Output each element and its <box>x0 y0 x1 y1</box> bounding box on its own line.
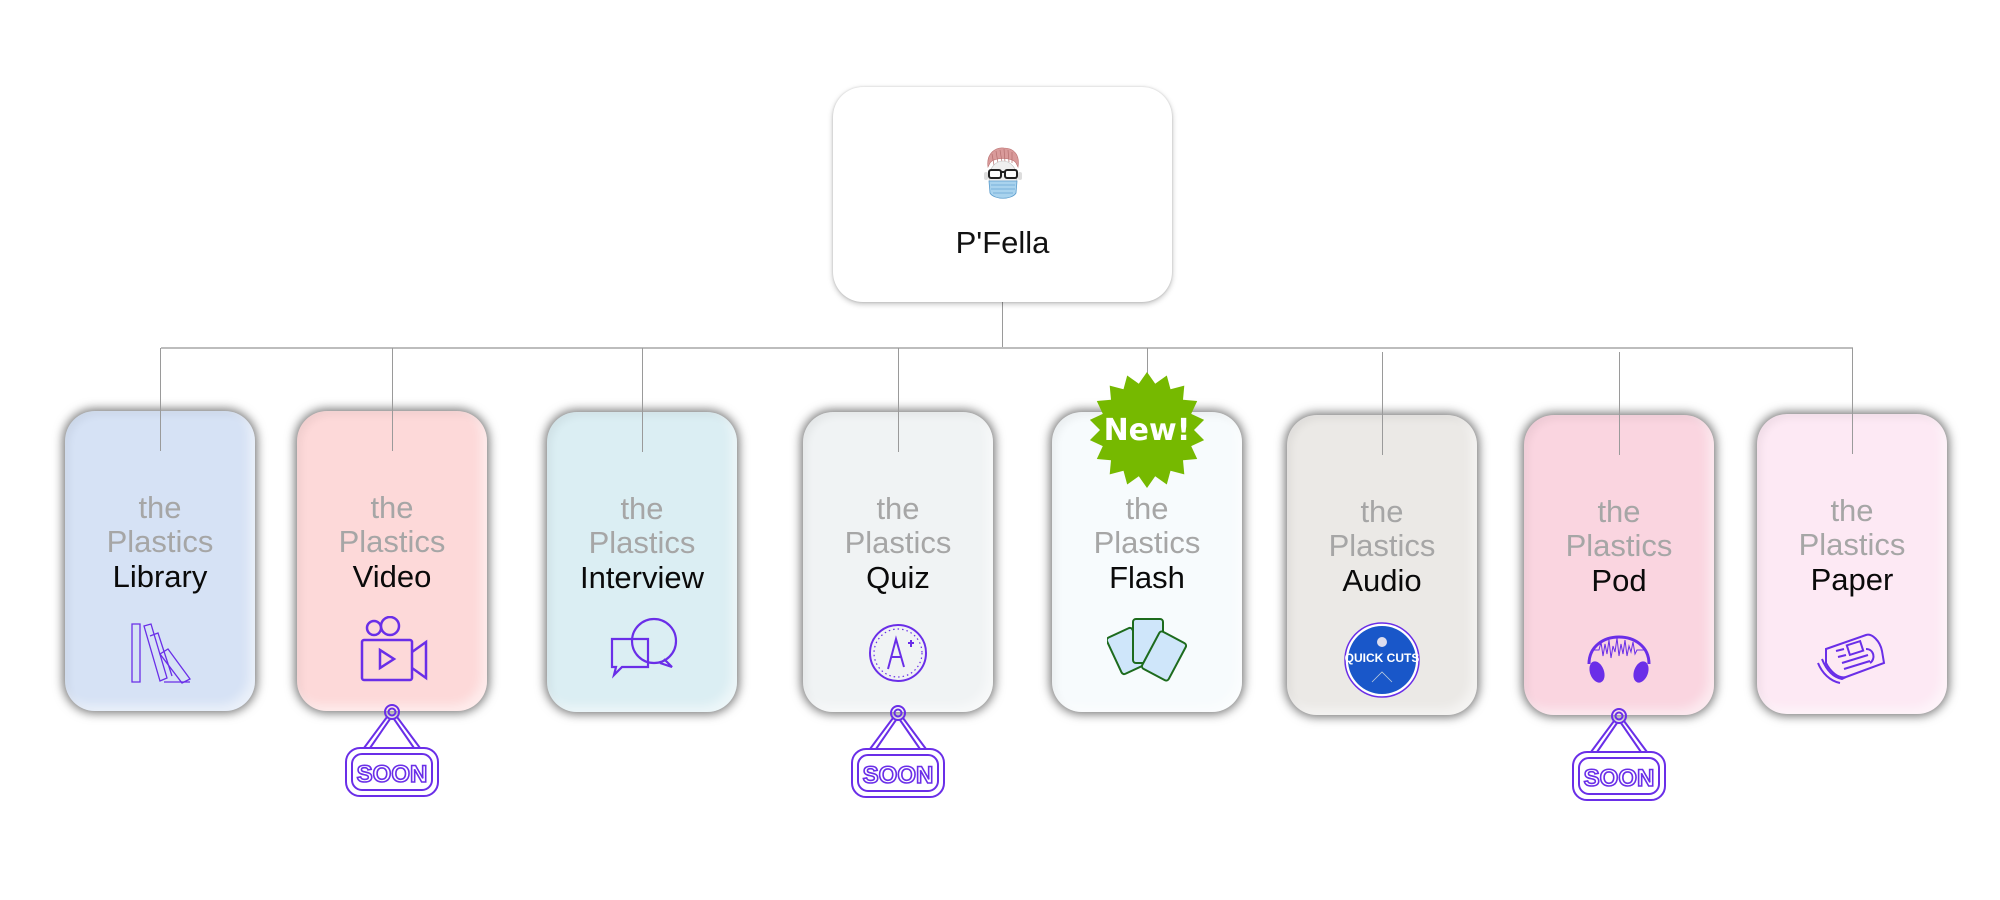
card-title: Paper <box>1810 562 1894 597</box>
video-camera-icon <box>352 615 432 686</box>
card-connector <box>1852 348 1853 454</box>
quick-cuts-logo-icon: QUICK CUTS <box>1342 620 1422 698</box>
chat-bubbles-icon <box>602 617 682 687</box>
card-text: the Plastics Paper <box>1757 494 1947 598</box>
card-text: the Plastics Quiz <box>803 492 993 596</box>
card-prefix-the: the <box>876 491 920 526</box>
card-video[interactable]: the Plastics Video <box>297 411 487 711</box>
new-badge: New! <box>1087 370 1207 490</box>
card-prefix-the: the <box>1360 494 1404 529</box>
soon-sign-icon: SOON <box>342 704 442 799</box>
root-node-pfella[interactable]: P'Fella <box>833 87 1172 302</box>
card-connector <box>1619 352 1620 455</box>
card-text: the Plastics Pod <box>1524 495 1714 599</box>
card-text: the Plastics Library <box>65 491 255 595</box>
quick-cuts-title: QUICK CUTS <box>1345 651 1420 665</box>
card-connector <box>642 348 643 452</box>
card-audio[interactable]: the Plastics Audio QUICK CUTS <box>1287 415 1477 715</box>
card-text: the Plastics Audio <box>1287 495 1477 599</box>
card-title: Flash <box>1109 560 1185 595</box>
card-title: Quiz <box>866 560 930 595</box>
books-icon <box>120 616 200 686</box>
card-prefix-plastics: Plastics <box>1798 527 1906 562</box>
card-connector <box>1382 352 1383 455</box>
soon-label: SOON <box>357 761 428 788</box>
card-prefix-the: the <box>1125 491 1169 526</box>
card-connector <box>898 348 899 452</box>
card-prefix-the: the <box>1597 494 1641 529</box>
card-title: Interview <box>579 560 705 595</box>
headphones-icon <box>1579 620 1659 690</box>
card-title: Video <box>352 559 432 594</box>
card-prefix-the: the <box>1830 493 1874 528</box>
new-label: New! <box>1104 413 1191 448</box>
card-text: the Plastics Interview <box>547 492 737 596</box>
card-connector <box>160 348 161 451</box>
card-library[interactable]: the Plastics Library <box>65 411 255 711</box>
card-title: Pod <box>1591 563 1647 598</box>
card-prefix-the: the <box>620 491 664 526</box>
soon-sign-icon: SOON <box>848 705 948 800</box>
card-title: Library <box>112 559 208 594</box>
card-prefix-plastics: Plastics <box>588 525 696 560</box>
card-quiz[interactable]: the Plastics Quiz <box>803 412 993 712</box>
soon-label: SOON <box>1584 765 1655 792</box>
card-pod[interactable]: the Plastics Pod <box>1524 415 1714 715</box>
soon-sign-icon: SOON <box>1569 708 1669 803</box>
card-text: the Plastics Video <box>297 491 487 595</box>
masked-man-avatar-icon <box>984 147 1022 199</box>
card-prefix-plastics: Plastics <box>1328 528 1436 563</box>
card-connector <box>392 348 393 451</box>
newspaper-icon <box>1812 619 1892 689</box>
card-prefix-the: the <box>370 490 414 525</box>
card-prefix-the: the <box>138 490 182 525</box>
card-text: the Plastics Flash <box>1052 492 1242 596</box>
card-paper[interactable]: the Plastics Paper <box>1757 414 1947 714</box>
card-prefix-plastics: Plastics <box>1565 528 1673 563</box>
root-node-title: P'Fella <box>955 225 1050 260</box>
card-prefix-plastics: Plastics <box>1093 525 1201 560</box>
flash-cards-icon <box>1105 617 1188 687</box>
card-prefix-plastics: Plastics <box>106 524 214 559</box>
card-prefix-plastics: Plastics <box>844 525 952 560</box>
card-prefix-plastics: Plastics <box>338 524 446 559</box>
soon-label: SOON <box>863 762 934 789</box>
card-title: Audio <box>1342 563 1422 598</box>
a-plus-grade-icon <box>858 617 938 687</box>
horizontal-connector <box>161 347 1853 349</box>
root-connector <box>1002 302 1003 348</box>
card-interview[interactable]: the Plastics Interview <box>547 412 737 712</box>
